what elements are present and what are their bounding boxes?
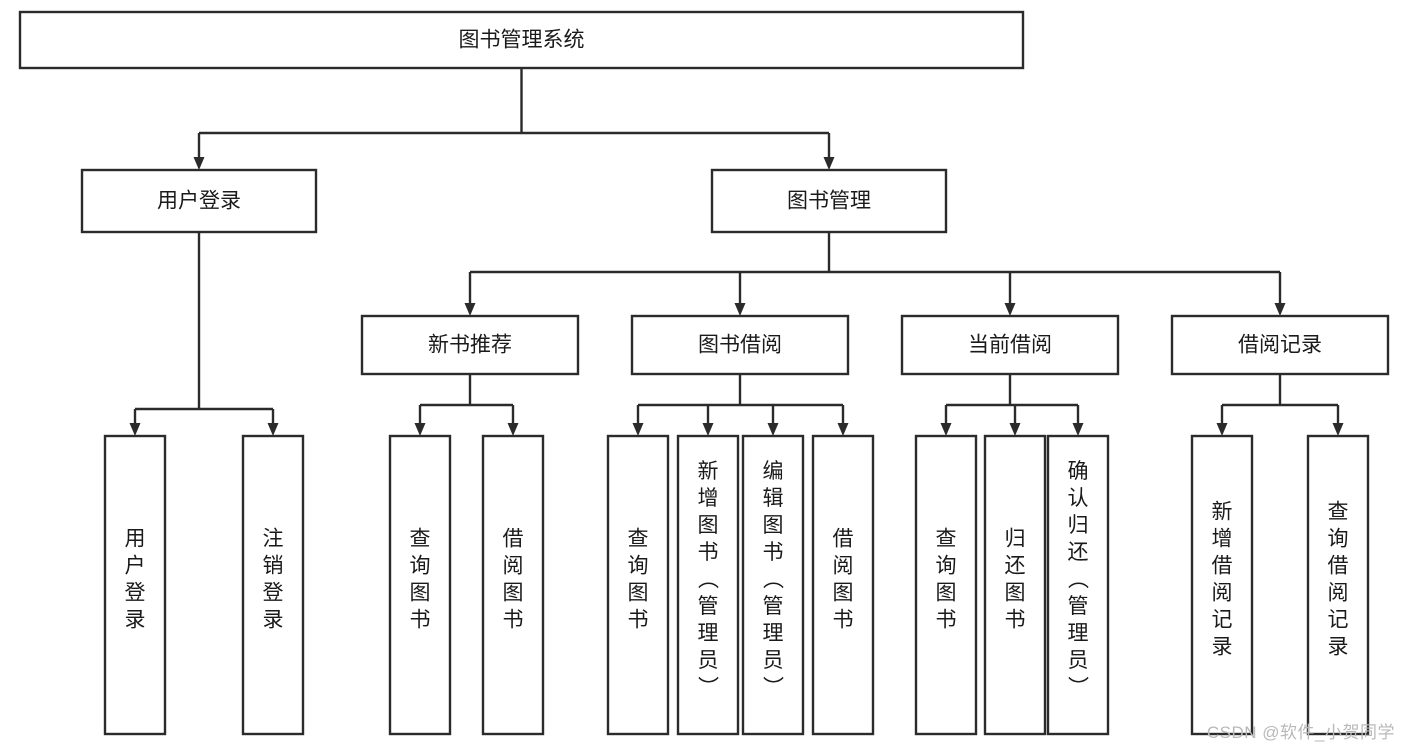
node-label: 新增借阅记录 [1212, 501, 1233, 659]
node-box[interactable] [1046, 434, 1110, 736]
arrow-head-icon [267, 423, 279, 436]
node-label: 用户登录 [125, 528, 146, 632]
arrow-head-icon [1216, 423, 1228, 436]
arrow-head-icon [1332, 423, 1344, 436]
arrow-head-icon [767, 423, 779, 436]
node-leaf_4[interactable]: 借阅图书 [481, 434, 545, 736]
connector-layer [129, 68, 1344, 436]
node-l2_d[interactable]: 借阅记录 [1170, 314, 1390, 376]
node-label: 查询图书 [936, 528, 957, 632]
node-box[interactable] [1170, 314, 1390, 376]
node-box[interactable] [914, 434, 978, 736]
arrow-head-icon [1274, 303, 1286, 316]
arrow-head-icon [507, 423, 519, 436]
node-leaf_11[interactable]: 确认归还（管理员） [1046, 434, 1110, 736]
node-box[interactable] [481, 434, 545, 736]
node-box[interactable] [1306, 434, 1370, 736]
node-layer: 图书管理系统用户登录图书管理新书推荐图书借阅当前借阅借阅记录用户登录注销登录查询… [18, 10, 1390, 736]
node-box[interactable] [710, 168, 948, 234]
node-leaf_7[interactable]: 编辑图书（管理员） [741, 434, 805, 736]
arrow-head-icon [129, 423, 141, 436]
node-label: 新书推荐 [428, 334, 512, 357]
node-leaf_12[interactable]: 新增借阅记录 [1190, 434, 1254, 736]
node-root[interactable]: 图书管理系统 [18, 10, 1025, 70]
node-box[interactable] [18, 10, 1025, 70]
node-label: 查询借阅记录 [1328, 501, 1349, 659]
node-leaf_3[interactable]: 查询图书 [388, 434, 452, 736]
node-label: 归还图书 [1005, 528, 1026, 632]
node-label: 借阅图书 [833, 528, 854, 632]
arrow-head-icon [1072, 423, 1084, 436]
node-box[interactable] [630, 314, 850, 376]
node-label: 查询图书 [628, 528, 649, 632]
arrow-head-icon [464, 303, 476, 316]
node-box[interactable] [811, 434, 875, 736]
node-box[interactable] [676, 434, 740, 736]
node-box[interactable] [241, 434, 305, 736]
arrow-head-icon [734, 303, 746, 316]
node-box[interactable] [900, 314, 1120, 376]
node-label: 借阅图书 [503, 528, 524, 632]
node-label: 编辑图书（管理员） [763, 460, 785, 699]
node-box[interactable] [1190, 434, 1254, 736]
arrow-head-icon [1004, 303, 1016, 316]
watermark-text: CSDN @软件_小贺同学 [1206, 723, 1395, 742]
node-label: 图书管理 [787, 190, 871, 213]
arrow-head-icon [414, 423, 426, 436]
node-l2_c[interactable]: 当前借阅 [900, 314, 1120, 376]
node-label: 注销登录 [263, 528, 284, 632]
node-l1_b[interactable]: 图书管理 [710, 168, 948, 234]
node-label: 新增图书（管理员） [698, 460, 720, 699]
node-leaf_10[interactable]: 归还图书 [983, 434, 1047, 736]
arrow-head-icon [632, 423, 644, 436]
node-label: 当前借阅 [968, 334, 1052, 357]
node-label: 用户登录 [157, 190, 241, 213]
node-label: 图书借阅 [698, 334, 782, 357]
node-label: 图书管理系统 [459, 29, 585, 52]
node-box[interactable] [741, 434, 805, 736]
node-l1_a[interactable]: 用户登录 [80, 168, 318, 234]
node-leaf_5[interactable]: 查询图书 [606, 434, 670, 736]
arrow-head-icon [1009, 423, 1021, 436]
node-l2_b[interactable]: 图书借阅 [630, 314, 850, 376]
node-leaf_1[interactable]: 用户登录 [103, 434, 167, 736]
node-l2_a[interactable]: 新书推荐 [360, 314, 580, 376]
arrow-head-icon [823, 157, 835, 170]
node-label: 确认归还（管理员） [1068, 460, 1090, 699]
node-leaf_9[interactable]: 查询图书 [914, 434, 978, 736]
node-box[interactable] [103, 434, 167, 736]
node-label: 借阅记录 [1238, 334, 1322, 357]
node-leaf_6[interactable]: 新增图书（管理员） [676, 434, 740, 736]
node-box[interactable] [983, 434, 1047, 736]
node-box[interactable] [606, 434, 670, 736]
arrow-head-icon [940, 423, 952, 436]
node-box[interactable] [80, 168, 318, 234]
node-leaf_13[interactable]: 查询借阅记录 [1306, 434, 1370, 736]
node-leaf_2[interactable]: 注销登录 [241, 434, 305, 736]
arrow-head-icon [837, 423, 849, 436]
node-box[interactable] [360, 314, 580, 376]
node-label: 查询图书 [410, 528, 431, 632]
arrow-head-icon [193, 157, 205, 170]
arrow-head-icon [702, 423, 714, 436]
node-leaf_8[interactable]: 借阅图书 [811, 434, 875, 736]
node-box[interactable] [388, 434, 452, 736]
